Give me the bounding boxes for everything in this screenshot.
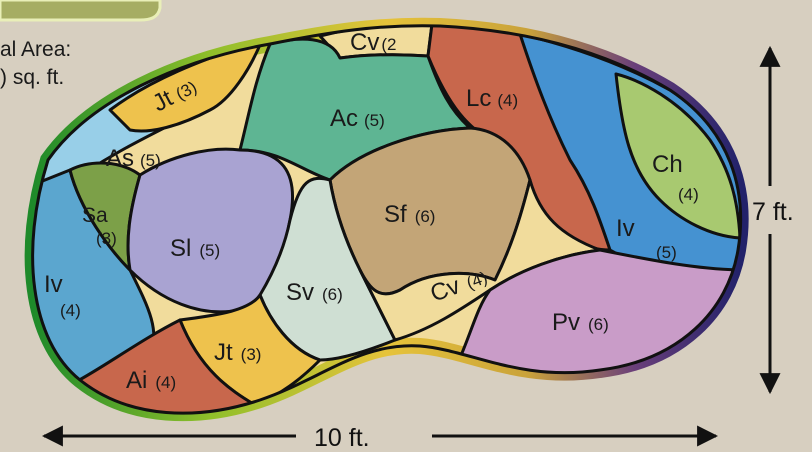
zone-code: Pv xyxy=(552,309,580,336)
zone-count: (5) xyxy=(199,241,220,260)
zone-code: Ac xyxy=(330,105,358,132)
zone-cv-mid-region xyxy=(358,178,602,342)
zone-code: Sf xyxy=(384,201,407,228)
zone-count: (6) xyxy=(588,315,609,334)
zone-label-sa-code: Sa xyxy=(82,204,108,227)
height-dimension: 7 ft. xyxy=(752,45,794,395)
zone-count: (4) xyxy=(497,91,518,110)
zone-code: Ch xyxy=(652,151,683,178)
zone-code: Jt xyxy=(214,339,233,366)
zone-label-ch-code: Ch xyxy=(652,151,683,178)
zone-code: Ai xyxy=(126,367,147,394)
zone-count: (5) xyxy=(656,243,677,262)
zone-count: (4) xyxy=(60,301,81,320)
zone-label-iv-left-count: (4) xyxy=(60,301,81,320)
zone-count: (4) xyxy=(155,373,176,392)
zone-code: Sa xyxy=(82,204,108,227)
bed-inner-outline xyxy=(31,24,743,415)
zone-count: (5) xyxy=(140,151,161,170)
zone-count: (4) xyxy=(678,185,699,204)
zone-label-pv: Pv (6) xyxy=(552,309,609,336)
zone-label-jt-bottom: Jt (3) xyxy=(214,339,261,366)
zone-count: (3) xyxy=(96,229,117,248)
zone-code: Sv xyxy=(286,279,314,306)
zone-count: (2 xyxy=(381,35,396,54)
zone-label-ac: Ac (5) xyxy=(330,105,385,132)
zone-label-as: As (5) xyxy=(106,145,161,172)
zone-label-iv-right-code: Iv xyxy=(616,215,635,242)
zone-label-ch-count: (4) xyxy=(678,185,699,204)
zone-label-sv: Sv (6) xyxy=(286,279,343,306)
zone-code: Cv xyxy=(350,29,379,56)
zone-label-iv-right-count: (5) xyxy=(656,243,677,262)
zone-code: Lc xyxy=(466,85,491,112)
zone-label-cv-top: Cv(2 xyxy=(350,29,396,56)
zone-code: Sl xyxy=(170,235,191,262)
zone-jt-top-region xyxy=(108,38,264,133)
zone-label-sf: Sf (6) xyxy=(384,201,435,228)
zone-label-sl: Sl (5) xyxy=(170,235,220,262)
width-label: 10 ft. xyxy=(314,424,370,452)
zone-label-ai: Ai (4) xyxy=(126,367,176,394)
zone-label-sa-count: (3) xyxy=(96,229,117,248)
zone-label-lc: Lc (4) xyxy=(466,85,518,112)
zone-count: (6) xyxy=(322,285,343,304)
zone-label-iv-left-code: Iv xyxy=(44,271,63,298)
plant-photo-thumbnail xyxy=(0,0,162,22)
zone-labels: Jt (3) Cv(2 As (5) Ac (5) Lc (4) Iv (5) Ch (… xyxy=(44,29,699,394)
area-info-line1: al Area: xyxy=(0,38,71,61)
area-info-line2: ) sq. ft. xyxy=(0,66,64,89)
height-label: 7 ft. xyxy=(752,198,794,226)
width-dimension: 10 ft. xyxy=(41,424,719,452)
zone-code: Iv xyxy=(44,271,63,298)
zone-count: (5) xyxy=(364,111,385,130)
zone-count: (6) xyxy=(415,207,436,226)
zone-code: Iv xyxy=(616,215,635,242)
zone-count: (3) xyxy=(241,345,262,364)
zone-code: As xyxy=(106,145,134,172)
